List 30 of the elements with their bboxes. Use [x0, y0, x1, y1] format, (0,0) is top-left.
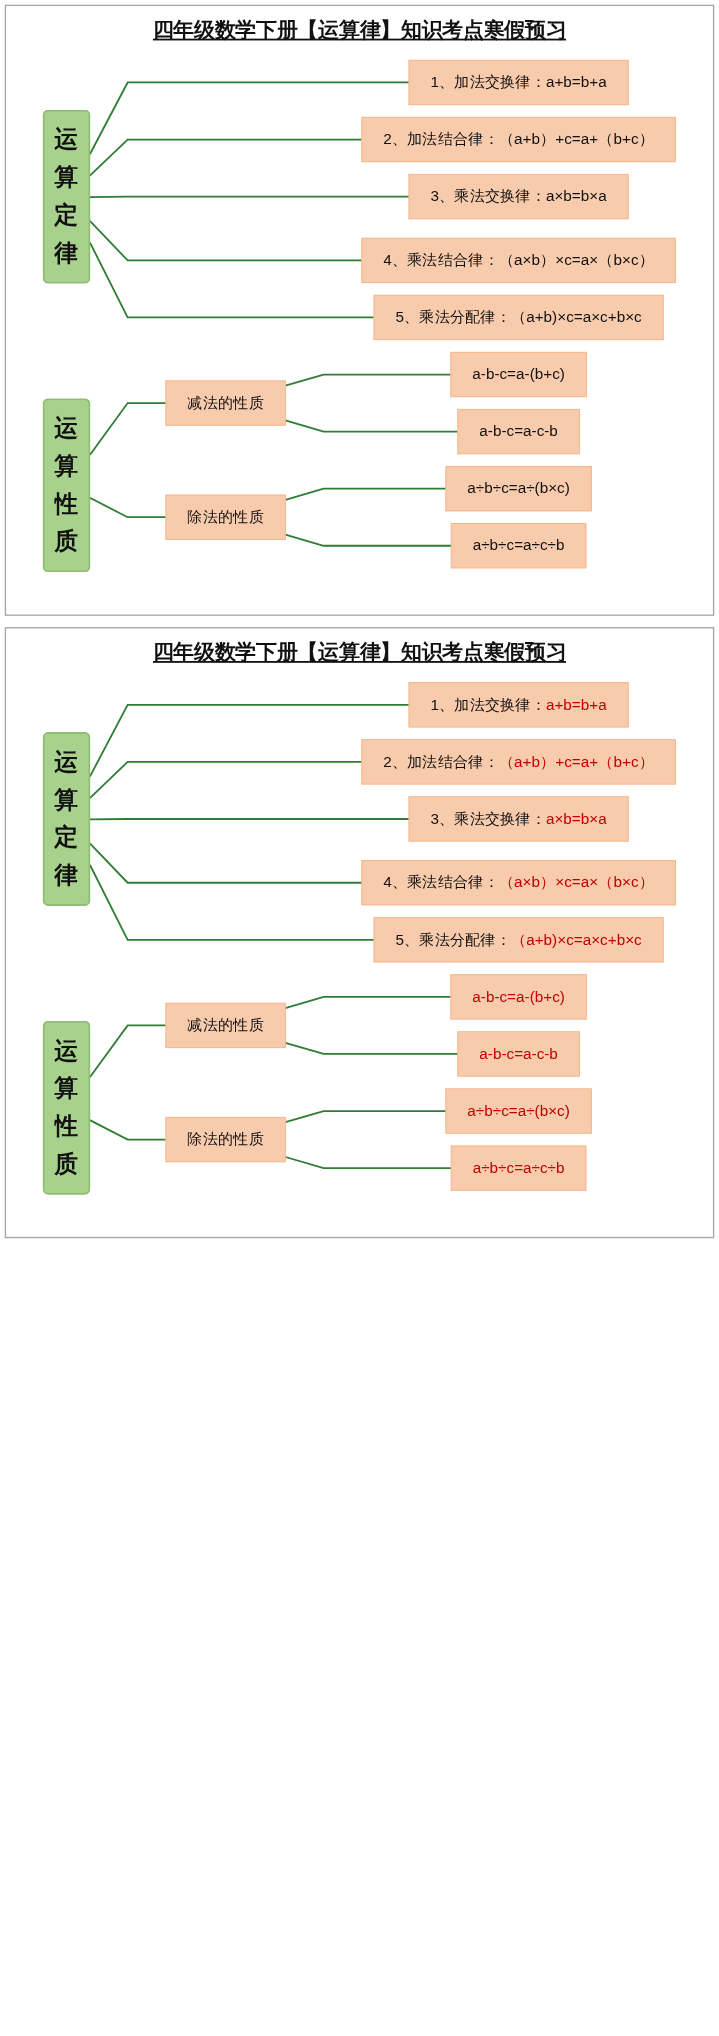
node-box: 1、加法交换律：a+b=b+a	[408, 59, 629, 106]
node-box: a-b-c=a-c-b	[457, 1031, 580, 1077]
connector	[284, 373, 452, 387]
connector	[284, 419, 459, 433]
node-box: 4、乘法结合律：（a×b）×c=a×（b×c）	[361, 237, 676, 284]
node-box: 5、乘法分配律：（a+b)×c=a×c+b×c	[373, 917, 664, 963]
node-box: a÷b÷c=a÷c÷b	[450, 1145, 587, 1191]
node-box: 4、乘法结合律：（a×b）×c=a×（b×c）	[361, 860, 676, 906]
connector	[284, 487, 447, 501]
node-box: 除法的性质	[165, 1116, 286, 1163]
node-box: 5、乘法分配律：（a+b)×c=a×c+b×c	[373, 294, 664, 341]
node-box: 1、加法交换律：a+b=b+a	[408, 682, 629, 728]
node-box: a-b-c=a-(b+c)	[450, 351, 587, 398]
node-box: 除法的性质	[165, 494, 286, 540]
node-box: a-b-c=a-c-b	[457, 408, 580, 455]
connector	[284, 1041, 459, 1055]
node-box: 2、加法结合律：（a+b）+c=a+（b+c）	[361, 116, 676, 163]
node-box: 3、乘法交换律：a×b=b×a	[408, 796, 629, 842]
node-box: a÷b÷c=a÷(b×c)	[445, 466, 592, 512]
connector	[284, 996, 452, 1009]
node-box: a-b-c=a-(b+c)	[450, 974, 587, 1020]
node-box: a÷b÷c=a÷c÷b	[450, 523, 587, 569]
node-box: 减法的性质	[165, 380, 286, 426]
node-box: 减法的性质	[165, 1002, 286, 1049]
node-box: 3、乘法交换律：a×b=b×a	[408, 173, 629, 220]
connector	[284, 1156, 453, 1169]
connector	[284, 533, 453, 547]
connector	[284, 1110, 447, 1124]
node-box: 2、加法结合律：（a+b）+c=a+（b+c）	[361, 739, 676, 785]
node-box: a÷b÷c=a÷(b×c)	[445, 1088, 592, 1134]
